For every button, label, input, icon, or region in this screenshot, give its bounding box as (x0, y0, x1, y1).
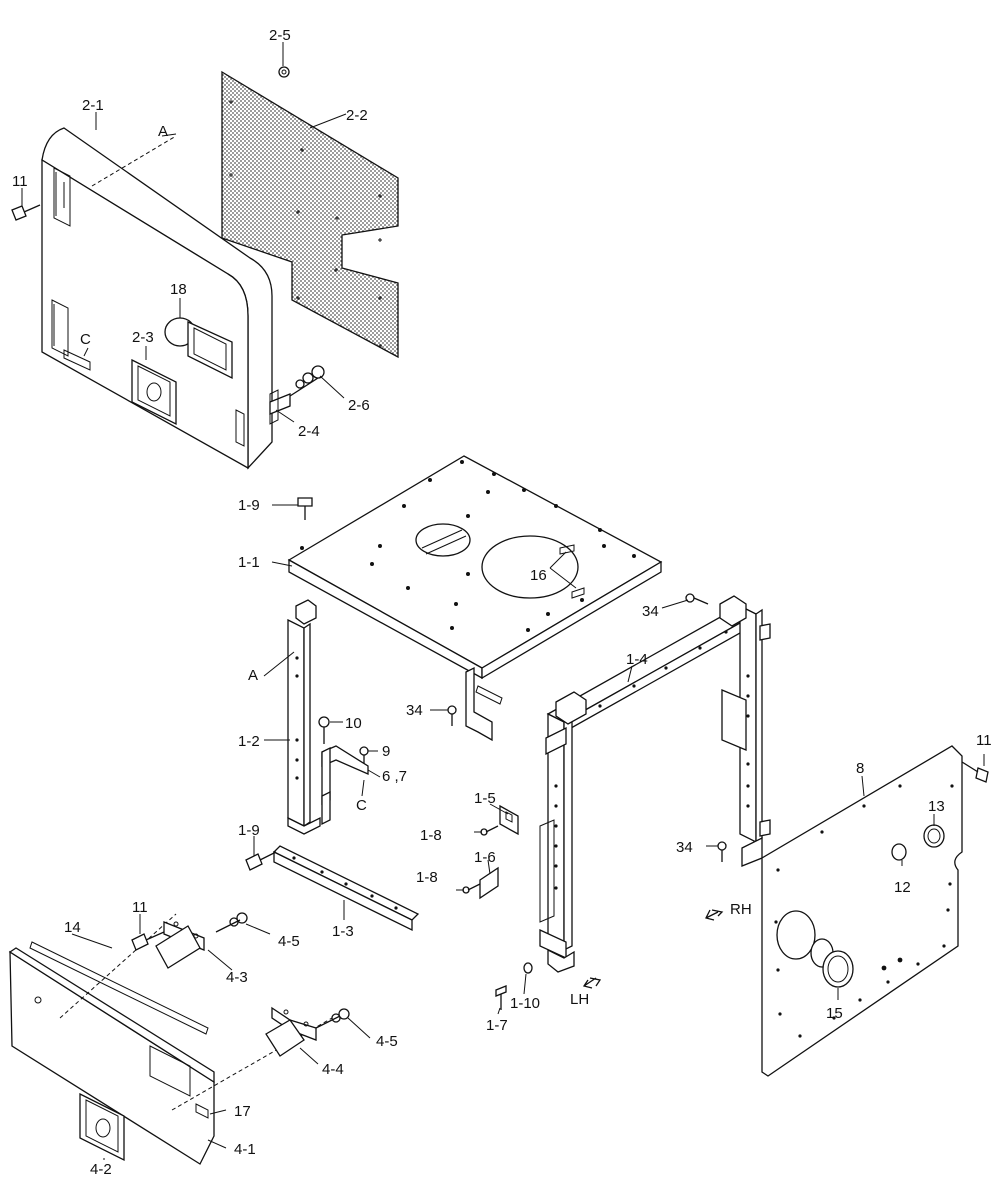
label-17: 17 (234, 1103, 251, 1120)
top-plate (287, 455, 663, 680)
bolt-2-6 (269, 365, 325, 425)
label-1-1: 1-1 (238, 554, 260, 571)
label-18: 18 (170, 281, 187, 298)
bolt-1-8-a (480, 825, 499, 836)
bolt-10 (318, 716, 330, 744)
label-1-5: 1-5 (474, 790, 496, 807)
label-4-5-b: 4-5 (376, 1033, 398, 1050)
bracket-1-6 (479, 866, 499, 900)
bolt-11-left (11, 204, 41, 221)
lower-cover (8, 913, 333, 1165)
bolt-4-5-b (315, 1008, 350, 1029)
label-rh: RH (730, 901, 752, 918)
bolt-34-top (685, 593, 709, 605)
label-1-10: 1-10 (510, 995, 540, 1012)
label-4-1: 4-1 (234, 1141, 256, 1158)
label-9: 9 (382, 743, 390, 760)
label-34-bottom: 34 (676, 839, 693, 856)
bolt-1-9-bottom (245, 851, 277, 871)
label-2-6: 2-6 (348, 397, 370, 414)
label-6-7: 6 ,7 (382, 768, 407, 785)
label-2-3: 2-3 (132, 329, 154, 346)
bracket-1-5 (499, 804, 519, 836)
cover-8 (761, 745, 963, 1077)
stay-1-3 (272, 845, 420, 932)
label-4-3: 4-3 (226, 969, 248, 986)
label-c-top: C (80, 331, 91, 348)
label-1-6: 1-6 (474, 849, 496, 866)
label-14: 14 (64, 919, 81, 936)
bolt-34-mid (447, 705, 457, 726)
insulation-pad (221, 70, 399, 359)
label-4-2: 4-2 (90, 1161, 112, 1178)
label-a-mid: A (248, 667, 258, 684)
label-1-8-a: 1-8 (420, 827, 442, 844)
label-13: 13 (928, 798, 945, 815)
bolt-34-bottom (717, 841, 727, 862)
label-4-4: 4-4 (322, 1061, 344, 1078)
label-16: 16 (530, 567, 547, 584)
label-8: 8 (856, 760, 864, 777)
rear-bracket (465, 666, 493, 742)
label-2-5: 2-5 (269, 27, 291, 44)
label-4-5-a: 4-5 (278, 933, 300, 950)
label-1-9-bottom: 1-9 (238, 822, 260, 839)
label-11-bottom: 11 (132, 899, 148, 916)
right-frame (539, 595, 771, 973)
bolt-1-8-b (462, 883, 481, 894)
arrow-rh (705, 909, 724, 921)
label-34-mid: 34 (406, 702, 423, 719)
bolt-11-right (961, 761, 989, 783)
seal-strip (29, 941, 209, 1035)
left-front-column (287, 599, 321, 835)
bolt-1-9-top (297, 497, 313, 520)
label-10: 10 (345, 715, 362, 732)
label-1-8-b: 1-8 (416, 869, 438, 886)
callout-labels: 2-5 2-1 A 2-2 11 18 2-3 C 2-6 2-4 1-9 1-… (12, 27, 992, 1178)
label-1-7: 1-7 (486, 1017, 508, 1034)
bracket-6-7 (321, 745, 369, 826)
leader-lines (21, 42, 985, 1160)
label-c-mid: C (356, 797, 367, 814)
label-1-2: 1-2 (238, 733, 260, 750)
label-2-1: 2-1 (82, 97, 104, 114)
label-15: 15 (826, 1005, 843, 1022)
label-1-3: 1-3 (332, 923, 354, 940)
bolt-1-7 (495, 985, 507, 1010)
label-1-4: 1-4 (626, 651, 648, 668)
hinge-4-3 (155, 921, 205, 969)
bolt-11-bottom (131, 931, 165, 951)
arrow-lh (582, 977, 602, 989)
label-2-2: 2-2 (346, 107, 368, 124)
washer-1-10 (523, 962, 533, 974)
label-11-left: 11 (12, 173, 28, 190)
label-1-9-top: 1-9 (238, 497, 260, 514)
label-a-top: A (158, 123, 168, 140)
label-lh: LH (570, 991, 589, 1008)
label-34-top: 34 (642, 603, 659, 620)
bolt-4-5-a (215, 912, 248, 933)
label-11-right: 11 (976, 732, 992, 749)
label-12: 12 (894, 879, 911, 896)
side-cover (41, 127, 273, 470)
label-2-4: 2-4 (298, 423, 320, 440)
bolt-2-5 (278, 66, 290, 78)
hinge-4-4 (265, 1006, 317, 1057)
